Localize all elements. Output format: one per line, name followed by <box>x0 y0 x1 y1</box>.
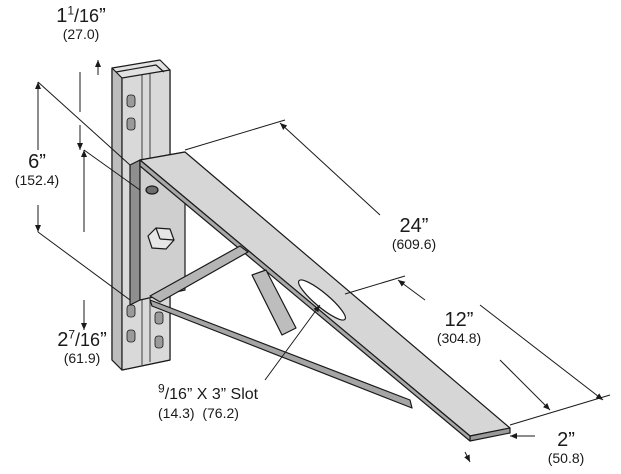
dim-imperial: 12” <box>444 309 474 331</box>
dim-slot: 9/16” X 3” Slot (14.3) (76.2) <box>158 381 298 421</box>
dim-den: /16 <box>74 6 100 26</box>
slot-length: 3” <box>211 386 227 403</box>
dim-unit: ” <box>100 329 107 351</box>
dim-metric: (609.6) <box>391 236 437 252</box>
dim-metric: (50.8) <box>547 450 585 466</box>
bracket-struts <box>149 245 413 409</box>
dim-num: 7 <box>68 327 76 342</box>
dim-den: /16 <box>75 330 101 350</box>
hex-bolt <box>147 227 175 250</box>
slot-unit: ” <box>186 386 193 403</box>
dim-metric: (61.9) <box>63 350 101 366</box>
dim-bottom-offset: 27/16” (61.9) <box>42 327 122 366</box>
dim-metric: (304.8) <box>436 330 482 346</box>
slot-metric-length: (76.2) <box>202 405 239 421</box>
dim-num: 1 <box>67 3 75 18</box>
slot-den: /16 <box>164 386 187 403</box>
dim-metric: (27.0) <box>62 26 100 42</box>
dim-whole: 1 <box>56 5 68 27</box>
dim-imperial: 6” <box>28 151 46 173</box>
dim-arm-width: 2” (50.8) <box>538 430 594 466</box>
dim-imperial: 2” <box>557 429 575 451</box>
dim-arm-length: 24” (609.6) <box>382 216 446 252</box>
dim-whole: 2 <box>57 329 69 351</box>
dim-channel-width: 11/16” (27.0) <box>44 3 118 42</box>
bracket-arm <box>139 151 511 442</box>
slot-x: X <box>196 386 208 403</box>
slot-num: 9 <box>158 381 165 396</box>
dimension-lines <box>35 60 611 463</box>
dim-metric: (152.4) <box>14 172 60 188</box>
dim-slot-position: 12” (304.8) <box>426 310 492 346</box>
slot-word: Slot <box>230 386 259 403</box>
dim-imperial: 24” <box>399 215 429 237</box>
slot-metric-width: (14.3) <box>158 405 195 421</box>
dim-unit: ” <box>99 5 106 27</box>
dim-hole-spacing: 6” (152.4) <box>2 152 72 188</box>
